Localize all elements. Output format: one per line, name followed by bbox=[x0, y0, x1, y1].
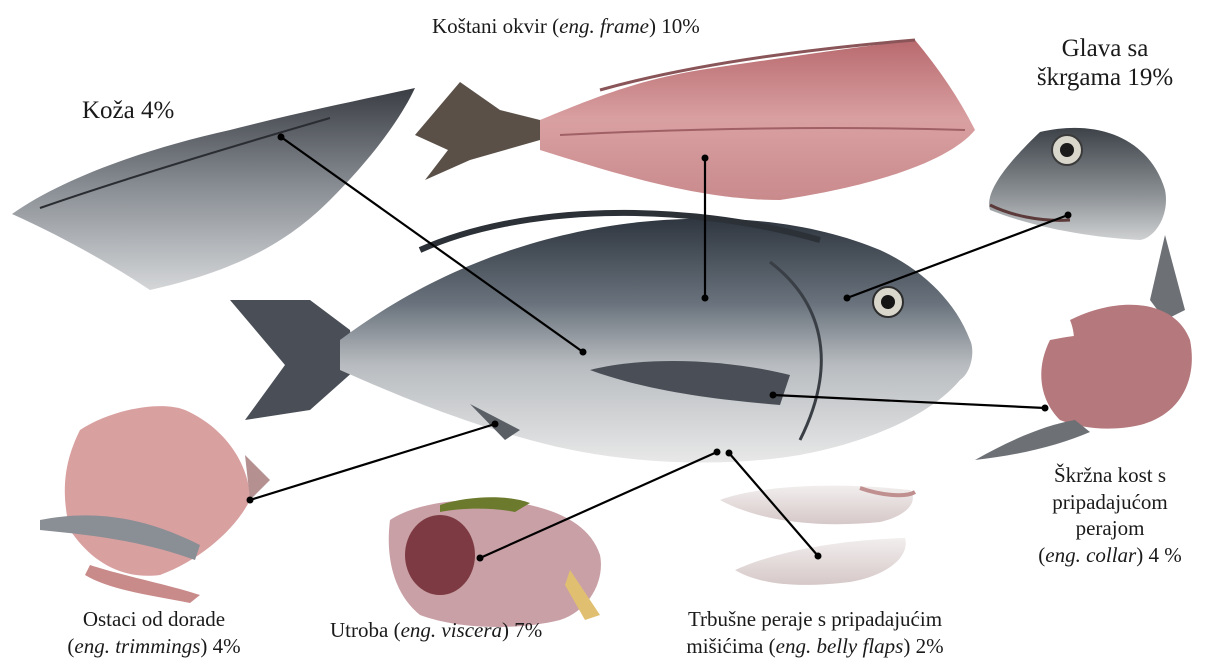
frame-piece bbox=[415, 40, 975, 200]
label-frame-text: Koštani okvir bbox=[432, 14, 547, 38]
label-belly-line1: Trbušne peraje s pripadajućim bbox=[640, 606, 990, 633]
label-belly: Trbušne peraje s pripadajućim mišićima (… bbox=[640, 606, 990, 659]
label-trimmings-line2: (eng. trimmings) 4% bbox=[22, 633, 286, 660]
label-collar-italic: eng. collar bbox=[1045, 543, 1136, 567]
label-belly-line2: mišićima (eng. belly flaps) 2% bbox=[640, 633, 990, 660]
viscera-piece bbox=[389, 497, 601, 627]
label-trimmings-italic: eng. trimmings bbox=[74, 634, 200, 658]
label-collar: Škržna kost s pripadajućom perajom (eng.… bbox=[1012, 462, 1208, 569]
label-collar-line4: (eng. collar) 4 % bbox=[1012, 542, 1208, 569]
belly-flaps-piece bbox=[720, 486, 915, 585]
head-piece bbox=[989, 128, 1166, 240]
label-collar-suffix: 4 % bbox=[1148, 543, 1181, 567]
collar-piece bbox=[975, 235, 1192, 460]
label-collar-line3: perajom bbox=[1012, 515, 1208, 542]
label-head-line2: škrgama 19% bbox=[1012, 63, 1198, 92]
label-belly-suffix: 2% bbox=[916, 634, 944, 658]
label-skin: Koža 4% bbox=[82, 96, 174, 125]
label-trimmings: Ostaci od dorade (eng. trimmings) 4% bbox=[22, 606, 286, 659]
label-viscera-suffix: 7% bbox=[514, 618, 542, 642]
label-skin-text: Koža 4% bbox=[82, 97, 174, 124]
label-head: Glava sa škrgama 19% bbox=[1012, 34, 1198, 93]
whole-fish bbox=[230, 213, 972, 463]
label-viscera: Utroba (eng. viscera) 7% bbox=[330, 618, 542, 643]
label-frame-italic: eng. frame bbox=[559, 14, 649, 38]
label-belly-text: mišićima bbox=[686, 634, 763, 658]
label-collar-line2: pripadajućom bbox=[1012, 489, 1208, 516]
leader-line-trimmings bbox=[250, 424, 495, 500]
label-trimmings-line1: Ostaci od dorade bbox=[22, 606, 286, 633]
label-frame-suffix: 10% bbox=[661, 14, 700, 38]
label-frame: Koštani okvir (eng. frame) 10% bbox=[432, 14, 700, 39]
label-belly-italic: eng. belly flaps bbox=[776, 634, 904, 658]
label-viscera-italic: eng. viscera bbox=[401, 618, 502, 642]
label-collar-line1: Škržna kost s bbox=[1012, 462, 1208, 489]
label-trimmings-suffix: 4% bbox=[213, 634, 241, 658]
label-head-line1: Glava sa bbox=[1012, 34, 1198, 63]
trimmings-piece bbox=[40, 406, 270, 603]
label-viscera-text: Utroba bbox=[330, 618, 388, 642]
